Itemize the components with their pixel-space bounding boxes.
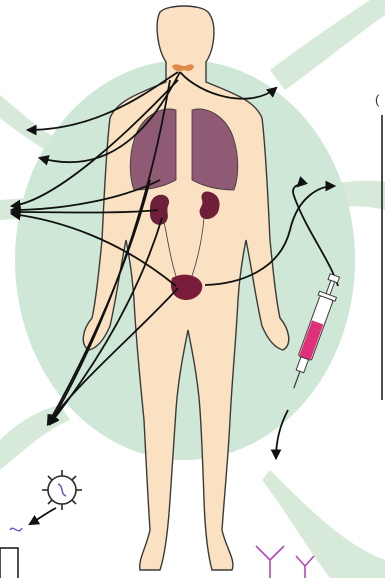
- band-top-right: [270, 0, 385, 90]
- band-bottom-left: [0, 405, 70, 470]
- band-bottom-right: [262, 470, 385, 578]
- virus-icon: [42, 470, 82, 510]
- viral-strand: [10, 528, 22, 531]
- antibody-icon: [256, 546, 314, 578]
- panel-corner: [0, 548, 18, 578]
- right-edge-label: (: [375, 93, 385, 106]
